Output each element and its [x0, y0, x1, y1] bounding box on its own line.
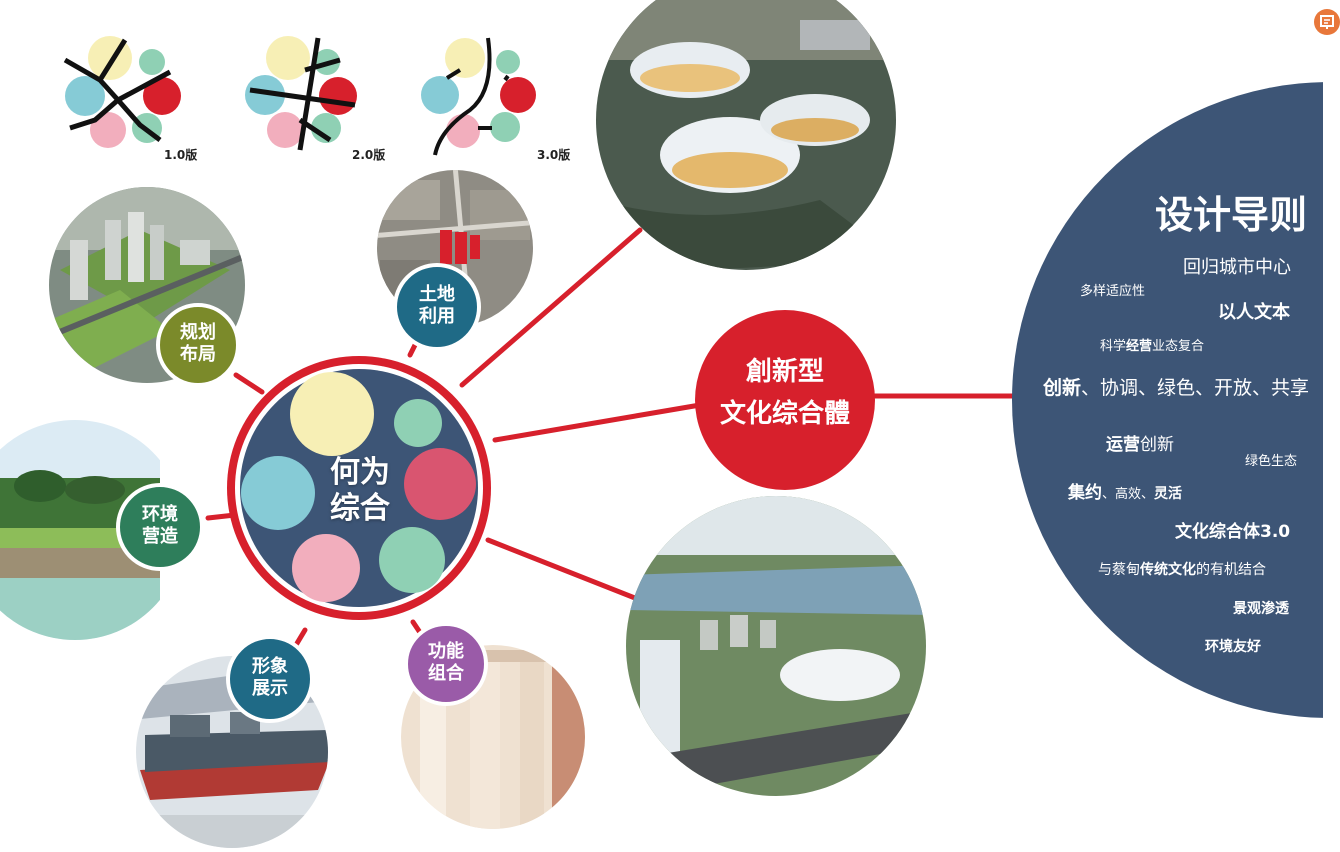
- guideline-intensive: 集约、高效、灵活: [1068, 478, 1182, 503]
- guideline-science-c: 业态复合: [1152, 339, 1205, 354]
- guideline-science-a: 科学: [1100, 339, 1127, 354]
- version-label-3: 3.0版: [537, 148, 571, 162]
- guideline-combine-a: 与蔡甸: [1098, 562, 1140, 578]
- guideline-combine-b: 传统文化: [1140, 562, 1196, 578]
- version-2-diagram: [245, 36, 357, 151]
- guideline-diversity: 多样适应性: [1080, 284, 1146, 299]
- core-title-line2: 文化综合體: [719, 398, 850, 429]
- planning-photo: [49, 187, 245, 383]
- version-label-2: 2.0版: [352, 148, 386, 162]
- guideline-people: 以人文本: [1218, 302, 1290, 323]
- node-function: 功能 组合: [416, 641, 476, 684]
- guideline-intensive-a: 集约: [1068, 483, 1102, 503]
- node-planning: 规划 布局: [168, 322, 228, 365]
- guideline-panel-shape: [1012, 82, 1323, 718]
- node-image: 形象 展示: [240, 656, 300, 699]
- guideline-culture30: 文化综合体3.0: [1175, 522, 1291, 542]
- guideline-values-a: 创新: [1043, 377, 1082, 399]
- presentation-icon-glyph: [1320, 15, 1334, 29]
- guideline-values-b: 、协调、绿色、开放、共享: [1081, 377, 1310, 399]
- guideline-intensive-c: 灵活: [1154, 486, 1183, 502]
- node-planning-line2: 布局: [180, 343, 216, 365]
- guideline-title: 设计导则: [1155, 193, 1308, 237]
- version-label-1: 1.0版: [164, 148, 198, 162]
- node-image-line2: 展示: [252, 677, 288, 699]
- node-environment-line1: 环境: [142, 504, 178, 525]
- guideline-return-city: 回归城市中心: [1183, 257, 1291, 278]
- guideline-science-b: 经营: [1126, 339, 1153, 354]
- center-title-line1: 何为: [330, 455, 390, 490]
- guideline-ops-b: 创新: [1140, 435, 1174, 455]
- node-environment-line2: 营造: [142, 525, 178, 547]
- guideline-combine-c: 的有机结合: [1196, 562, 1266, 578]
- guideline-green: 绿色生态: [1245, 454, 1298, 469]
- guideline-science: 科学经营业态复合: [1100, 335, 1204, 354]
- core-title: 創新型 文化综合體: [705, 352, 865, 435]
- version-1-diagram: [63, 36, 181, 148]
- node-function-line1: 功能: [428, 641, 464, 662]
- center-title-line2: 综合: [330, 491, 390, 526]
- center-title: 何为 综合: [300, 455, 420, 527]
- guideline-ops-a: 运营: [1106, 435, 1140, 455]
- center-hub: [227, 356, 491, 620]
- guideline-landscape: 景观渗透: [1233, 601, 1289, 617]
- top-architecture-photo: [596, 0, 896, 270]
- node-badges: [116, 263, 488, 723]
- guideline-eco-friendly: 环境友好: [1205, 639, 1261, 655]
- guideline-operation: 运营创新: [1106, 430, 1174, 455]
- node-image-line1: 形象: [252, 656, 288, 677]
- guideline-combine: 与蔡甸传统文化的有机结合: [1098, 559, 1266, 579]
- node-planning-line1: 规划: [180, 322, 216, 343]
- node-environment: 环境 营造: [130, 504, 190, 547]
- node-land: 土地 利用: [407, 284, 467, 327]
- core-circle: [695, 310, 875, 490]
- node-land-line1: 土地: [419, 284, 455, 305]
- node-land-line2: 利用: [419, 305, 455, 327]
- guideline-intensive-b: 、高效、: [1102, 487, 1155, 502]
- bottom-city-photo: [626, 496, 926, 796]
- presentation-icon[interactable]: [1314, 9, 1340, 35]
- version-3-diagram: [421, 37, 536, 156]
- connector-lines: [205, 227, 1018, 658]
- node-function-line2: 组合: [428, 662, 464, 684]
- guideline-values: 创新、协调、绿色、开放、共享: [1043, 373, 1309, 400]
- core-title-line1: 創新型: [745, 357, 824, 387]
